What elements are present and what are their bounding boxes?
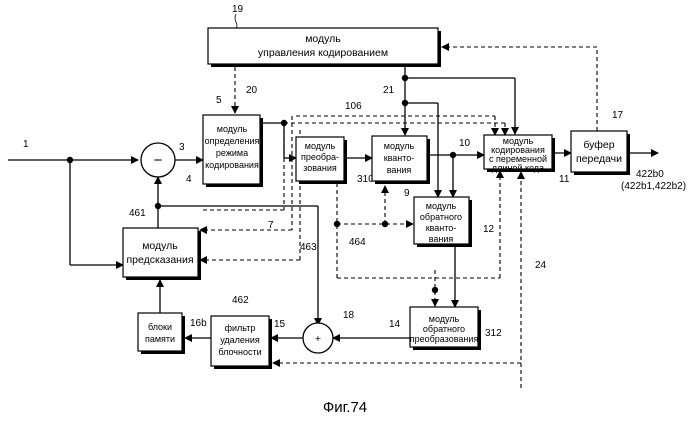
block-buffer: буфер передачи 17 bbox=[571, 110, 630, 175]
ref-4: 4 bbox=[186, 174, 192, 185]
plus-sign: + bbox=[315, 333, 321, 345]
figure-caption: Фиг.74 bbox=[323, 399, 367, 416]
ref-464: 464 bbox=[349, 237, 366, 248]
transform-label-3: зования bbox=[303, 163, 337, 173]
filter-label-2: удаления bbox=[220, 335, 260, 345]
memory-label-1: блоки bbox=[148, 322, 172, 332]
ref-10: 10 bbox=[459, 138, 471, 149]
mode-label-4: кодирования bbox=[205, 160, 259, 170]
transform-label-1: модуль bbox=[305, 141, 336, 151]
quant-label-3: вания bbox=[387, 165, 412, 175]
invtransform-label-3: преобразования bbox=[410, 334, 479, 344]
vlc-label-4: длиной кода bbox=[492, 163, 544, 173]
ref-106: 106 bbox=[345, 101, 362, 112]
subtractor-ref: 3 bbox=[179, 142, 185, 153]
memory-ref: 16b bbox=[190, 318, 207, 329]
quant-label-2: кванто- bbox=[384, 153, 415, 163]
output-ref-2: (422b1,422b2) bbox=[621, 181, 686, 192]
solid-connections bbox=[8, 67, 658, 338]
ref-24: 24 bbox=[535, 260, 547, 271]
invquant-ref: 12 bbox=[483, 224, 495, 235]
ref-14: 14 bbox=[389, 319, 401, 330]
adder-ref: 18 bbox=[343, 310, 355, 321]
output-ref-1: 422b0 bbox=[636, 169, 664, 180]
invquant-label-2: обратного bbox=[420, 212, 462, 222]
block-memory: блоки памяти 16b bbox=[138, 313, 207, 354]
invtransform-label-1: модуль bbox=[429, 314, 460, 324]
control-label-1: модуль bbox=[305, 33, 341, 45]
block-predict: модуль предсказания 461 bbox=[123, 208, 201, 280]
filter-label-1: фильтр bbox=[225, 323, 256, 333]
block-invquant: модуль обратного кванто- вания 12 bbox=[414, 197, 495, 247]
control-ref: 19 bbox=[232, 4, 244, 15]
predict-label-1: модуль bbox=[142, 240, 178, 252]
ref-20: 20 bbox=[246, 85, 258, 96]
mode-label-1: модуль bbox=[217, 124, 248, 134]
transform-label-2: преобра- bbox=[301, 152, 339, 162]
quant-label-1: модуль bbox=[384, 141, 415, 151]
control-label-2: управления кодированием bbox=[258, 47, 388, 59]
memory-label-2: памяти bbox=[145, 334, 175, 344]
block-invtransform: модуль обратного преобразования 312 bbox=[410, 307, 502, 350]
filter-label-3: блочности bbox=[218, 347, 261, 357]
ref-463: 463 bbox=[300, 242, 317, 253]
invquant-label-4: вания bbox=[429, 234, 454, 244]
ref-7: 7 bbox=[268, 220, 274, 231]
predict-label-2: предсказания bbox=[126, 254, 193, 266]
mode-label-3: режима bbox=[216, 148, 248, 158]
buffer-label-1: буфер bbox=[583, 139, 614, 151]
reference-labels: 1 4 20 106 21 10 7 463 464 24 14 15 422b… bbox=[23, 85, 686, 330]
block-filter: фильтр удаления блочности 462 bbox=[211, 295, 272, 369]
adder-circle: + 18 bbox=[303, 310, 355, 353]
predict-ref: 461 bbox=[129, 208, 146, 219]
input-ref: 1 bbox=[23, 139, 29, 150]
ref-21: 21 bbox=[383, 85, 395, 96]
vlc-ref: 11 bbox=[559, 174, 570, 185]
block-transform: модуль преобра- зования 310 bbox=[296, 137, 374, 185]
buffer-label-2: передачи bbox=[576, 153, 622, 165]
invquant-label-1: модуль bbox=[426, 201, 457, 211]
mode-label-2: определения bbox=[205, 136, 260, 146]
block-quant: модуль кванто- вания 9 bbox=[372, 136, 430, 199]
block-mode: модуль определения режима кодирования 5 bbox=[203, 95, 263, 187]
filter-ref: 462 bbox=[232, 295, 249, 306]
ref-15: 15 bbox=[274, 319, 286, 330]
block-control: модуль управления кодированием 19 bbox=[208, 4, 441, 67]
invtransform-ref: 312 bbox=[485, 328, 502, 339]
mode-ref: 5 bbox=[216, 95, 222, 106]
invtransform-label-2: обратного bbox=[423, 324, 465, 334]
quant-ref: 9 bbox=[404, 188, 410, 199]
buffer-ref: 17 bbox=[612, 110, 624, 121]
minus-sign: − bbox=[154, 152, 163, 169]
block-vlc: модуль кодирования с переменной длиной к… bbox=[484, 135, 570, 185]
invquant-label-3: кванто- bbox=[426, 223, 457, 233]
